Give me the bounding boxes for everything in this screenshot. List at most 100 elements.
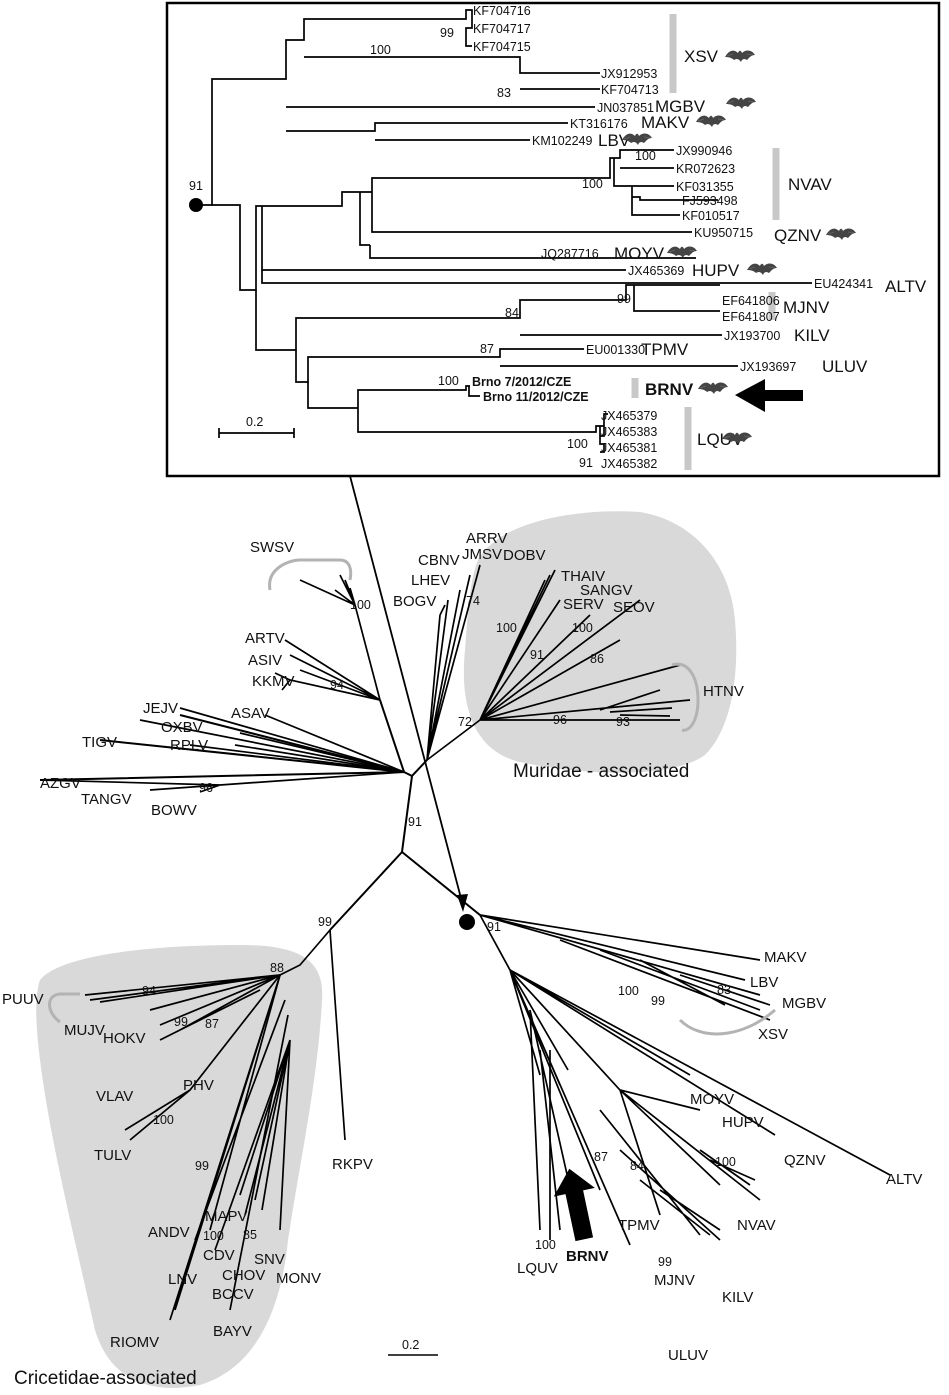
- acc-brno11: Brno 11/2012/CZE: [483, 390, 589, 404]
- taxon-monv: MONV: [276, 1270, 321, 1287]
- bs-72: 72: [458, 715, 472, 729]
- main-bat-root-node: [459, 914, 475, 930]
- taxon-moyv: MOYV: [690, 1091, 734, 1108]
- main-taxa-labels: SWSV ARTV ASIV KKMV ASAV JEJV OXBV RPLV …: [2, 530, 922, 1364]
- inset-group-bars: [631, 14, 780, 470]
- bs-85: 85: [243, 1228, 257, 1242]
- taxon-mgbv: MGBV: [782, 995, 826, 1012]
- inset-bs-99a: 99: [440, 26, 454, 40]
- inset-group-uluv: ULUV: [822, 357, 868, 376]
- taxon-xsv: XSV: [758, 1026, 788, 1043]
- inset-group-tpmv: TPMV: [641, 340, 689, 359]
- bs-93: 93: [616, 715, 630, 729]
- inset-group-xsv: XSV: [684, 47, 719, 66]
- inset-bs-100lquv: 100: [567, 437, 588, 451]
- acc-ef641806: EF641806: [722, 294, 780, 308]
- acc-jx193697: JX193697: [740, 360, 796, 374]
- bs-87: 87: [205, 1017, 219, 1031]
- acc-ef641807: EF641807: [722, 310, 780, 324]
- acc-kf031355: KF031355: [676, 180, 734, 194]
- bs-91c: 91: [408, 815, 422, 829]
- taxon-snv: SNV: [254, 1251, 285, 1268]
- inset-group-mjnv: MJNV: [783, 298, 830, 317]
- inset-bs-91lquv: 91: [579, 456, 593, 470]
- inset-bootstrap-labels: 99 100 83 91 100 100 99 84 87 100 100 91: [189, 26, 656, 470]
- taxon-bayv: BAYV: [213, 1323, 252, 1340]
- bs-74: 74: [466, 594, 480, 608]
- acc-jx465382: JX465382: [601, 457, 657, 471]
- bs-96b: 96: [553, 713, 567, 727]
- taxon-kilv: KILV: [722, 1289, 753, 1306]
- acc-kt316176: KT316176: [570, 117, 628, 131]
- acc-brno7: Brno 7/2012/CZE: [472, 375, 571, 389]
- taxon-artv: ARTV: [245, 630, 285, 647]
- taxon-asav: ASAV: [231, 705, 270, 722]
- bs-100andv: 100: [203, 1229, 224, 1243]
- inset-branches: [196, 9, 812, 453]
- bs-99xsv: 99: [651, 994, 665, 1008]
- acc-jn037851: JN037851: [597, 101, 654, 115]
- taxon-mujv: MUJV: [64, 1022, 105, 1039]
- taxon-thaiv: THAIV: [561, 568, 605, 585]
- taxon-brnv: BRNV: [566, 1248, 609, 1265]
- bs-100mur: 100: [496, 621, 517, 635]
- acc-kf704716: KF704716: [473, 4, 531, 18]
- taxon-andv: ANDV: [148, 1224, 190, 1241]
- inset-bs-91root: 91: [189, 179, 203, 193]
- taxon-qznv: QZNV: [784, 1152, 826, 1169]
- taxon-puuv: PUUV: [2, 991, 44, 1008]
- main-scale-bar: 0.2: [388, 1338, 438, 1356]
- bs-84: 84: [630, 1159, 644, 1173]
- taxon-mapv: MAPV: [205, 1208, 248, 1225]
- inset-bs-100brno: 100: [438, 374, 459, 388]
- taxon-phv: PHV: [183, 1077, 214, 1094]
- taxon-sangv: SANGV: [580, 582, 633, 599]
- bs-100swsv: 100: [350, 598, 371, 612]
- acc-kf704717: KF704717: [473, 22, 531, 36]
- acc-kf704713: KF704713: [601, 83, 659, 97]
- inset-frame: [165, 1, 941, 478]
- bs-86: 86: [590, 652, 604, 666]
- acc-jx912953: JX912953: [601, 67, 657, 81]
- taxon-tigv: TIGV: [82, 734, 117, 751]
- taxon-riomv: RIOMV: [110, 1334, 159, 1351]
- acc-jx465369: JX465369: [628, 264, 684, 278]
- taxon-rplv: RPLV: [170, 737, 208, 754]
- taxon-asiv: ASIV: [248, 652, 282, 669]
- taxon-lnv: LNV: [168, 1271, 197, 1288]
- taxon-swsv: SWSV: [250, 539, 294, 556]
- inset-bs-87: 87: [480, 342, 494, 356]
- inset-group-makv: MAKV: [641, 113, 690, 132]
- taxon-seov: SEOV: [613, 599, 655, 616]
- taxon-lhev: LHEV: [411, 572, 450, 589]
- bs-91d: 91: [530, 648, 544, 662]
- inset-brnv-arrow-icon: [735, 379, 803, 412]
- inset-bs-99mjnv: 99: [617, 292, 631, 306]
- bs-100xsv: 100: [618, 984, 639, 998]
- inset-group-hupv: HUPV: [692, 261, 740, 280]
- bs-100b: 100: [572, 621, 593, 635]
- acc-fj593498: FJ593498: [682, 194, 738, 208]
- inset-tree-panel: 0.2 KF704716 KF704717 KF704715 JX912953 …: [165, 1, 941, 478]
- taxon-bowv: BOWV: [151, 802, 197, 819]
- taxon-arrv: ARRV: [466, 530, 507, 547]
- inset-scale-label: 0.2: [246, 415, 263, 429]
- inset-group-qznv: QZNV: [774, 226, 822, 245]
- main-brnv-arrow-icon: [553, 1168, 595, 1242]
- inset-group-mgbv: MGBV: [655, 97, 706, 116]
- acc-kf010517: KF010517: [682, 209, 740, 223]
- acc-kf704715: KF704715: [473, 40, 531, 54]
- main-bootstrap-labels: 100 94 96 91 74 100 100 91 86 72 96 93 9…: [142, 594, 736, 1269]
- acc-eu424341: EU424341: [814, 277, 873, 291]
- bs-99c: 99: [195, 1159, 209, 1173]
- taxon-uluv: ULUV: [668, 1347, 708, 1364]
- inset-group-kilv: KILV: [794, 326, 830, 345]
- inset-group-altv: ALTV: [885, 277, 927, 296]
- inset-group-lbv: LBV: [598, 131, 631, 150]
- taxon-hokv: HOKV: [103, 1030, 146, 1047]
- bs-99mjnv: 99: [658, 1255, 672, 1269]
- taxon-cdv: CDV: [203, 1247, 235, 1264]
- inset-bs-100a: 100: [370, 43, 391, 57]
- bs-94b: 94: [142, 984, 156, 998]
